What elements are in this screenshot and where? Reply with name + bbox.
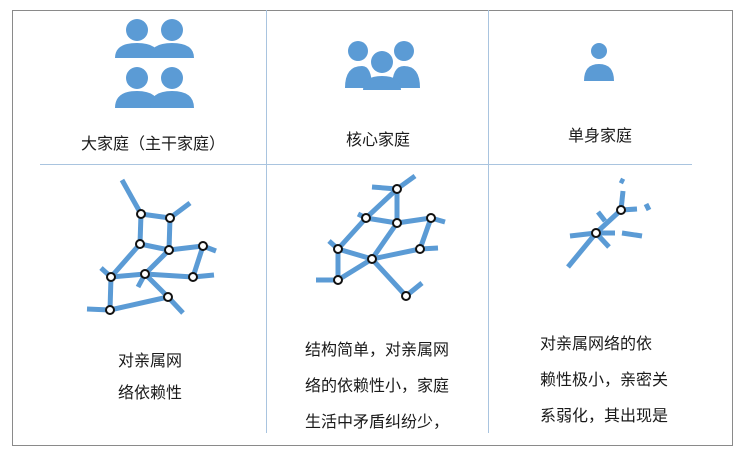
column-divider-2 [488, 10, 489, 433]
column-title-nuclear-family: 核心家庭 [345, 130, 410, 149]
row-divider [40, 164, 692, 165]
diagram-frame [12, 10, 733, 446]
family-group-icon [345, 41, 420, 90]
description-line: 结构简单，对亲属网 [305, 340, 450, 359]
description-line: 系弱化，其出现是 [540, 406, 669, 425]
column-title-extended-family: 大家庭（主干家庭） [80, 134, 225, 153]
description-line: 对亲属网 [118, 351, 183, 370]
description-line: 络依赖性 [118, 383, 183, 402]
family-four-icon [115, 19, 194, 108]
single-person-icon [584, 43, 614, 81]
dense-network [86, 178, 217, 315]
description-line: 对亲属网络的依 [540, 334, 653, 353]
column-divider-1 [266, 10, 267, 433]
medium-network [316, 173, 446, 301]
description-line: 络的依赖性小，家庭 [305, 376, 450, 395]
description-line: 生活中矛盾纠纷少， [305, 412, 450, 431]
sparse-network [566, 177, 652, 269]
column-title-single-household: 单身家庭 [567, 126, 632, 145]
description-line: 赖性极小，亲密关 [540, 370, 669, 389]
